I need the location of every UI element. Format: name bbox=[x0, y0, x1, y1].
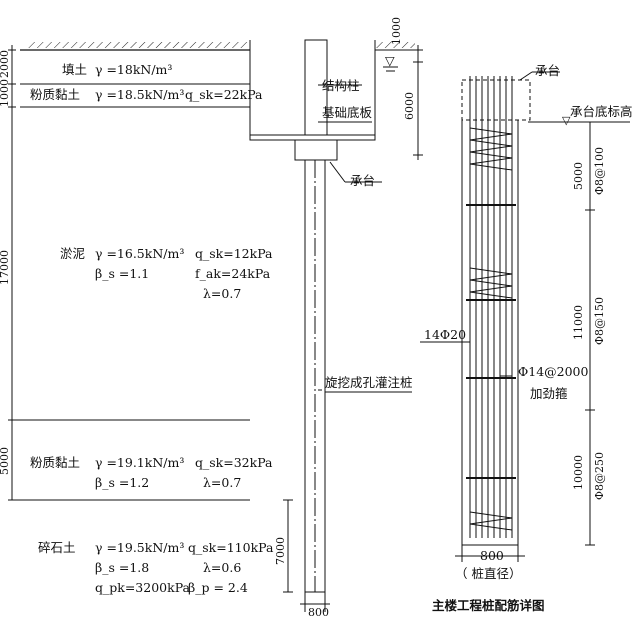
soil-profile: 2000 1000 17000 5000 填土 γ =18kN/m³ 粉质黏土 … bbox=[0, 42, 274, 595]
zone1-stirrup: Φ8@100 bbox=[593, 147, 606, 195]
dim-7000: 7000 bbox=[274, 537, 287, 565]
dim-800-mid: 800 bbox=[308, 606, 329, 619]
dim-1000-mid: 1000 bbox=[390, 17, 403, 45]
layer-gravel-beta: β_s =1.8 bbox=[95, 560, 149, 575]
layer-fill-name: 填土 bbox=[62, 62, 87, 77]
layer-silty-clay-1-name: 粉质黏土 bbox=[30, 87, 80, 102]
pile-section: 结构柱 基础底板 承台 旋挖成孔灌注桩 ▽ 1000 6000 7000 800 bbox=[249, 17, 423, 619]
detail-cap-outline bbox=[461, 79, 531, 121]
ring-spec-label: Φ14@2000 bbox=[518, 364, 589, 379]
zone2-length: 11000 bbox=[572, 305, 585, 340]
main-bar-label: 14Φ20 bbox=[424, 327, 466, 342]
dim-6000: 6000 bbox=[403, 92, 416, 120]
layer-silty-clay-2-beta: β_s =1.2 bbox=[95, 475, 149, 490]
layer-silty-clay-2-name: 粉质黏土 bbox=[30, 455, 80, 470]
layer-silt-name: 淤泥 bbox=[60, 246, 85, 261]
detail-title: 主楼工程桩配筋详图 bbox=[432, 598, 545, 613]
layer-gravel-gamma: γ =19.5kN/m³ bbox=[95, 540, 184, 555]
layer-gravel-qp: q_pk=3200kPa bbox=[95, 580, 191, 595]
stiffener-rings bbox=[466, 204, 516, 479]
layer-gravel-lambda: λ=0.6 bbox=[203, 560, 241, 575]
layer-silt-gamma: γ =16.5kN/m³ bbox=[95, 246, 184, 261]
layer-fill-gamma: γ =18kN/m³ bbox=[95, 62, 172, 77]
spiral-top bbox=[469, 127, 513, 171]
layer-silt-lambda: λ=0.7 bbox=[203, 286, 241, 301]
spiral-mid bbox=[469, 267, 513, 299]
layer-silty-clay-1-q: q_sk=22kPa bbox=[185, 87, 263, 102]
pile-cap bbox=[294, 139, 338, 161]
ring-name-label: 加劲箍 bbox=[530, 386, 568, 401]
layer-gravel-name: 碎石土 bbox=[38, 540, 76, 555]
ground-hatch-right bbox=[375, 42, 415, 48]
layer-silty-clay-1-gamma: γ =18.5kN/m³ bbox=[95, 87, 184, 102]
svg-text:▽: ▽ bbox=[562, 114, 571, 127]
layer-silty-clay-2-q: q_sk=32kPa bbox=[195, 455, 273, 470]
cap-bottom-label: 承台底标高 bbox=[570, 104, 633, 119]
zone3-stirrup: Φ8@250 bbox=[593, 452, 606, 500]
spiral-bottom bbox=[469, 511, 513, 531]
reinforcement-detail: 承台 承台底标高 ▽ 14Φ bbox=[420, 63, 633, 613]
layer-silt-q: q_sk=12kPa bbox=[195, 246, 273, 261]
dim-5000-left: 5000 bbox=[0, 447, 11, 475]
column-label: 结构柱 bbox=[322, 78, 360, 93]
ground-hatch-left bbox=[28, 42, 248, 48]
zone1-length: 5000 bbox=[572, 162, 585, 190]
water-table-symbol: ▽ bbox=[385, 53, 395, 68]
main-bars bbox=[469, 76, 513, 538]
raft-label: 基础底板 bbox=[322, 105, 373, 120]
dim-2000: 2000 bbox=[0, 50, 11, 78]
detail-cap-label: 承台 bbox=[535, 63, 560, 78]
detail-dia-label: （ 桩直径） bbox=[455, 566, 521, 581]
layer-silt-beta: β_s =1.1 bbox=[95, 266, 149, 281]
layer-silt-f: f_ak=24kPa bbox=[195, 266, 271, 281]
dim-1000-left: 1000 bbox=[0, 79, 11, 107]
layer-gravel-betap: β_p = 2.4 bbox=[188, 580, 248, 595]
pile-label: 旋挖成孔灌注桩 bbox=[325, 375, 413, 390]
cap-label-middle: 承台 bbox=[350, 173, 375, 188]
layer-silty-clay-2-lambda: λ=0.7 bbox=[203, 475, 241, 490]
layer-silty-clay-2-gamma: γ =19.1kN/m³ bbox=[95, 455, 184, 470]
dim-17000: 17000 bbox=[0, 250, 11, 285]
detail-dia: 800 bbox=[480, 548, 504, 563]
base-slab bbox=[249, 134, 376, 141]
zone2-stirrup: Φ8@150 bbox=[593, 297, 606, 345]
layer-gravel-q: q_sk=110kPa bbox=[188, 540, 274, 555]
zone3-length: 10000 bbox=[572, 455, 585, 490]
